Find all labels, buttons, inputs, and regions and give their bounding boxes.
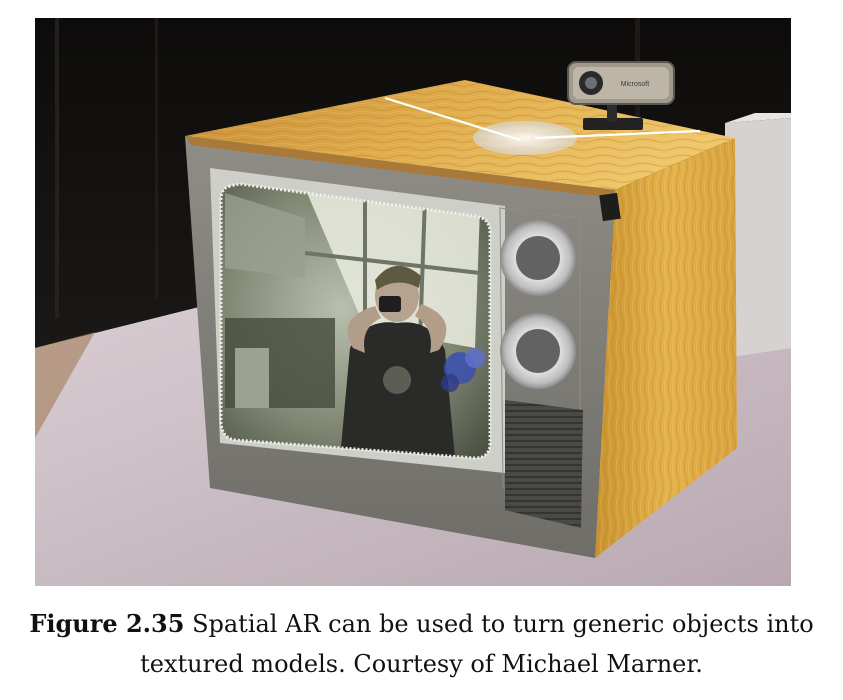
caption-line-2: textured models. Courtesy of Michael Mar… <box>140 650 703 678</box>
webcam: Microsoft <box>567 61 675 130</box>
figure-photo: Microsoft <box>35 18 791 586</box>
side-clip <box>599 192 621 222</box>
camera-in-hand <box>379 296 401 312</box>
caption-line-1: Figure 2.35 Spatial AR can be used to tu… <box>0 604 843 644</box>
ar-pointer-line-2 <box>534 129 701 140</box>
ar-spotlight <box>473 121 577 155</box>
caption-text-1: Spatial AR can be used to turn generic o… <box>192 610 814 638</box>
white-box <box>725 118 791 358</box>
ar-pointer-line <box>384 96 521 142</box>
figure-caption: Figure 2.35 Spatial AR can be used to tu… <box>0 604 843 684</box>
figure-label: Figure 2.35 <box>29 609 185 638</box>
tv-screen <box>221 184 490 458</box>
speaker-grille <box>505 400 583 528</box>
spatial-ar-tv-illustration: Microsoft <box>35 18 791 586</box>
webcam-brand: Microsoft <box>621 81 649 88</box>
